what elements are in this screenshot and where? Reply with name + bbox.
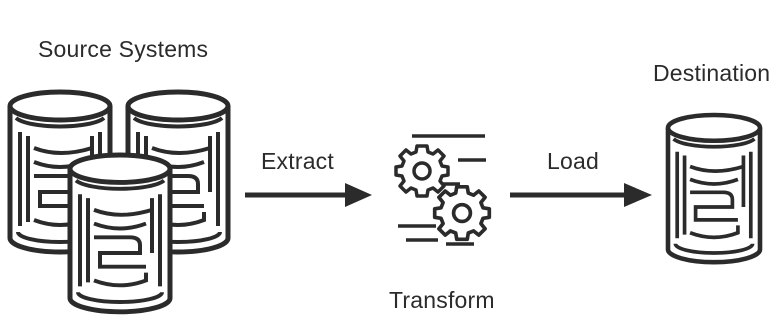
destination-database-icon [668, 115, 760, 262]
destination-label: Destination [653, 60, 771, 86]
load-arrow-icon [510, 183, 652, 207]
transform-label: Transform [389, 287, 495, 313]
extract-label: Extract [261, 148, 334, 174]
source-database-icon-3 [70, 155, 170, 312]
source-systems-label: Source Systems [38, 36, 209, 62]
gears-icon [394, 134, 492, 246]
extract-arrow-icon [245, 183, 372, 207]
load-label: Load [547, 148, 599, 174]
